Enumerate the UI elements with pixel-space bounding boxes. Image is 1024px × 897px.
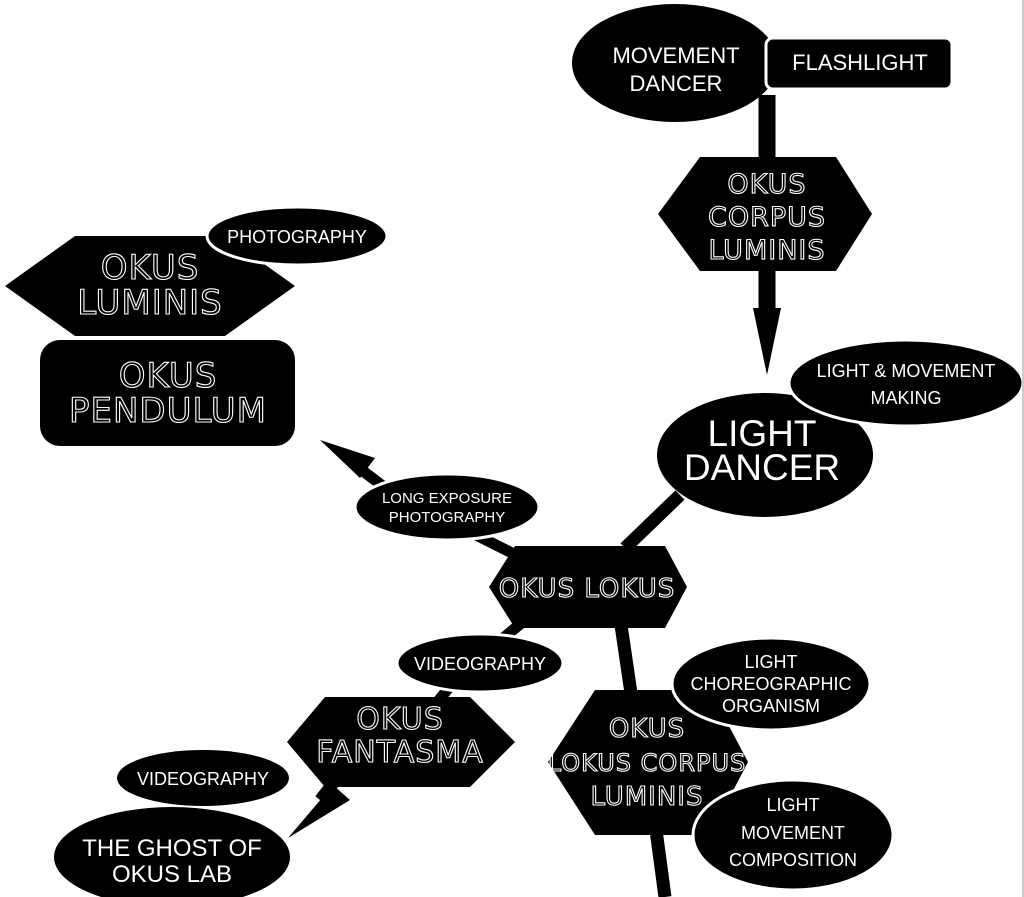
node-light-choreographic-organism: LIGHT CHOREOGRAPHIC ORGANISM (670, 636, 872, 732)
lokus-corpus-luminis-line-2: LOKUS CORPUS (548, 749, 747, 777)
node-light-dancer: LIGHT DANCER (657, 393, 873, 517)
composition-line-2: MOVEMENT (741, 823, 845, 843)
node-okus-luminis: OKUS LUMINIS (5, 236, 295, 336)
okus-fantasma-line-2: FANTASMA (316, 735, 483, 770)
choreographic-line-2: CHOREOGRAPHIC (690, 674, 851, 694)
long-exposure-line-1: LONG EXPOSURE (382, 490, 512, 507)
lokus-corpus-luminis-line-1: OKUS (609, 714, 685, 744)
choreographic-line-1: LIGHT (744, 652, 797, 672)
okus-corpus-luminis-line-3: LUMINIS (708, 235, 825, 266)
choreographic-line-3: ORGANISM (722, 696, 820, 716)
light-dancer-line-2: DANCER (684, 447, 840, 488)
node-flashlight: FLASHLIGHT (764, 36, 954, 91)
node-okus-lokus-corpus-luminis: OKUS LOKUS CORPUS LUMINIS (547, 690, 748, 835)
node-photography: PHOTOGRAPHY (205, 205, 389, 267)
arrowhead-to-ghost (288, 785, 350, 838)
okus-pendulum-line-1: OKUS (119, 356, 218, 396)
okus-corpus-luminis-line-1: OKUS (727, 169, 806, 200)
node-long-exposure-photography: LONG EXPOSURE PHOTOGRAPHY (353, 472, 541, 542)
composition-line-3: COMPOSITION (729, 850, 857, 870)
okus-corpus-luminis-line-2: CORPUS (708, 202, 826, 233)
arrowhead-to-light-dancer (753, 308, 781, 375)
photography-label: PHOTOGRAPHY (227, 227, 367, 247)
light-dancer-line-1: LIGHT (708, 413, 817, 454)
lokus-corpus-luminis-line-3: LUMINIS (591, 782, 704, 812)
ghost-line-2: OKUS LAB (112, 861, 232, 888)
edge-okus-lokus-to-light-dancer (620, 490, 685, 553)
movement-dancer-line-1: MOVEMENT (612, 43, 739, 68)
videography-2-label: VIDEOGRAPHY (137, 769, 269, 789)
node-videography-1: VIDEOGRAPHY (395, 632, 565, 694)
flashlight-label: FLASHLIGHT (792, 50, 928, 75)
edge-lokus-corpus-luminis-down (649, 829, 672, 897)
okus-fantasma-line-1: OKUS (356, 702, 443, 737)
composition-line-1: LIGHT (766, 795, 819, 815)
node-ghost-of-okus-lab: THE GHOST OF OKUS LAB (54, 807, 290, 897)
long-exposure-line-2: PHOTOGRAPHY (389, 509, 505, 526)
node-okus-pendulum: OKUS PENDULUM (40, 340, 295, 446)
node-light-movement-composition: LIGHT MOVEMENT COMPOSITION (691, 778, 895, 892)
arrowhead-to-okus-pendulum (320, 440, 375, 478)
okus-luminis-line-2: LUMINIS (77, 283, 223, 323)
node-okus-corpus-luminis: OKUS CORPUS LUMINIS (658, 157, 872, 271)
node-movement-dancer: MOVEMENT DANCER (572, 4, 778, 122)
node-okus-fantasma: OKUS FANTASMA (287, 697, 515, 787)
light-movement-making-line-2: MAKING (870, 388, 941, 408)
videography-1-label: VIDEOGRAPHY (414, 654, 546, 674)
ghost-line-1: THE GHOST OF (82, 835, 262, 862)
okus-luminis-line-1: OKUS (101, 248, 200, 288)
node-okus-lokus: OKUS LOKUS (489, 546, 687, 628)
okus-lokus-label: OKUS LOKUS (499, 574, 676, 604)
node-light-movement-making: LIGHT & MOVEMENT MAKING (787, 338, 1024, 428)
edge-okus-lokus-to-lokus-corpus-luminis (614, 624, 639, 701)
node-videography-2: VIDEOGRAPHY (117, 750, 289, 806)
okus-pendulum-line-2: PENDULUM (69, 391, 267, 431)
light-movement-making-line-1: LIGHT & MOVEMENT (817, 361, 996, 381)
movement-dancer-line-2: DANCER (630, 71, 723, 96)
